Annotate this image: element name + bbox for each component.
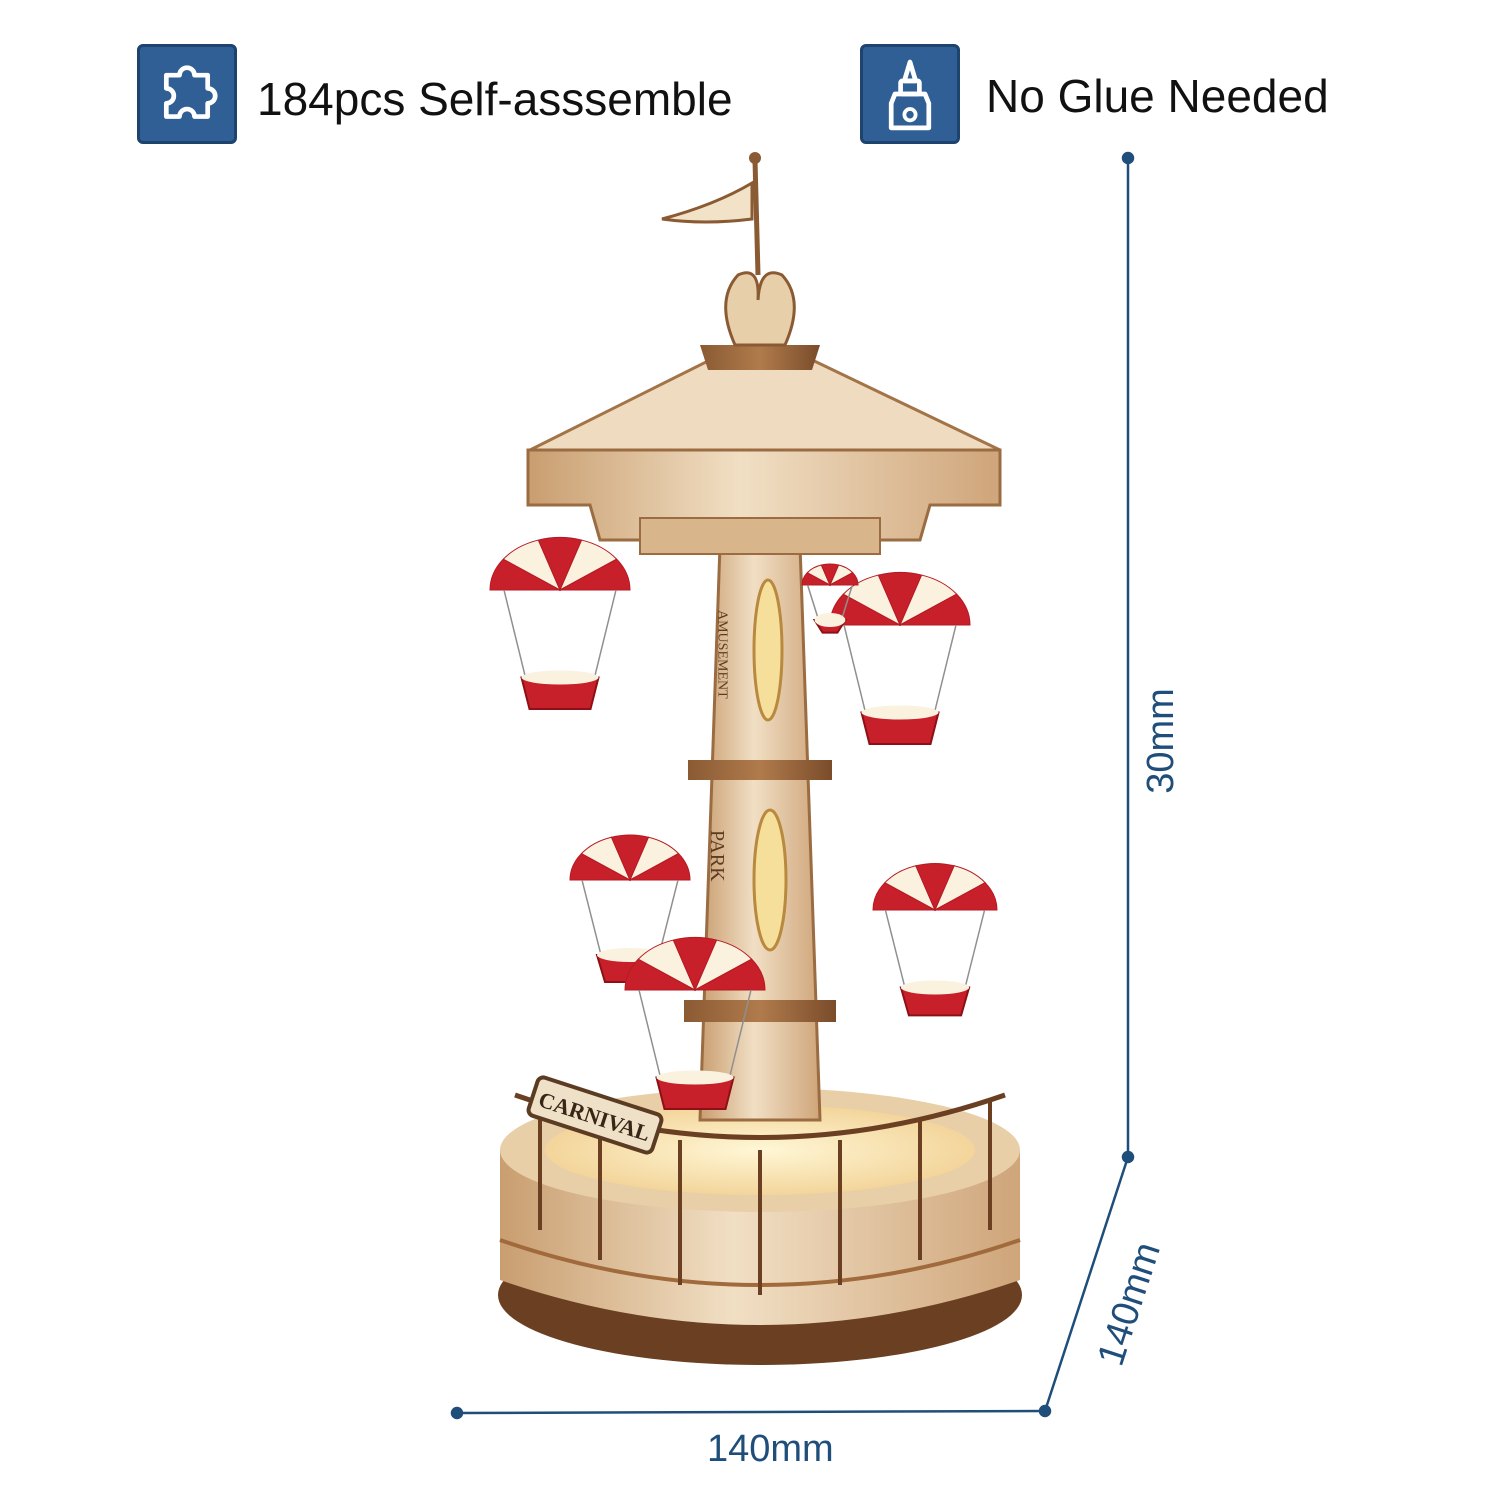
tower-text-lower: PARK (706, 830, 728, 882)
carousel-tower: AMUSEMENT PARK (684, 543, 836, 1122)
parachute (872, 863, 998, 1017)
dimension-lines (450, 151, 1135, 1420)
parachute-rides (489, 537, 998, 1110)
carousel-canopy (526, 271, 1002, 555)
glue-feature-badge (860, 44, 960, 144)
tower-text-upper: AMUSEMENT (715, 610, 730, 699)
parachute (489, 537, 631, 710)
feature-glue-label: No Glue Needed (986, 70, 1329, 122)
parachute (829, 572, 971, 745)
parachute (801, 563, 859, 634)
feature-pieces-label: 184pcs Self-asssemble (257, 73, 733, 125)
height-dimension-label: 30mm (1139, 688, 1182, 794)
puzzle-feature-badge (137, 44, 237, 144)
puzzle-piece-icon (163, 65, 218, 119)
width-dimension-label: 140mm (707, 1428, 834, 1470)
tower-flag (661, 152, 761, 276)
parachute (624, 937, 766, 1110)
glue-bottle-icon (888, 59, 932, 131)
